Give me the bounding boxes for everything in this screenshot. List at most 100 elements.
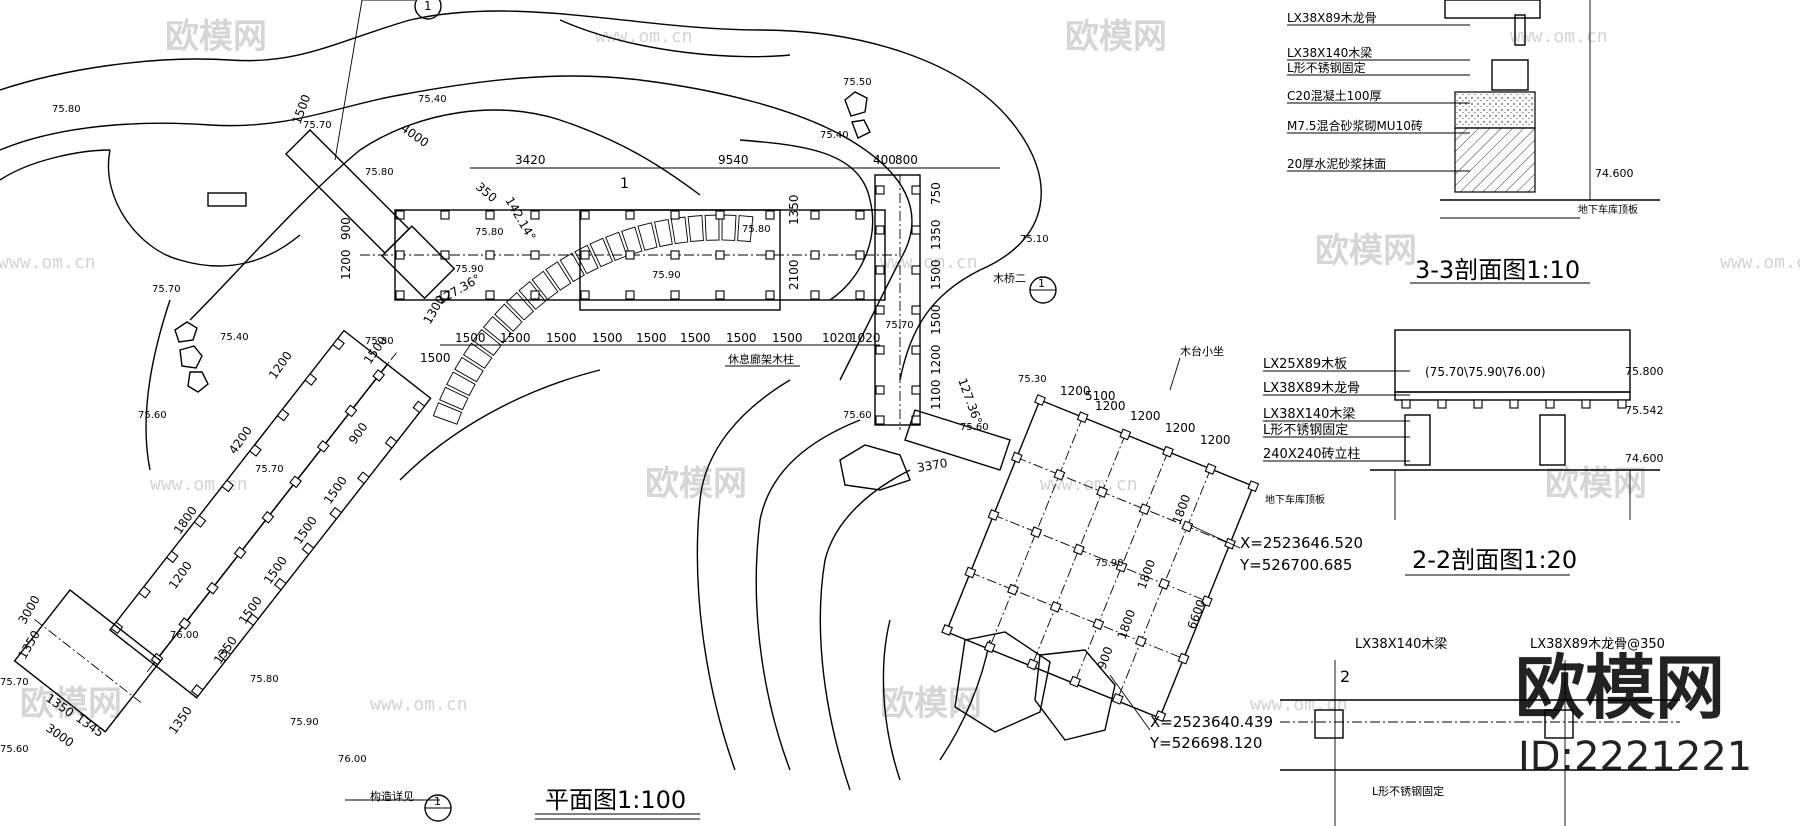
post — [246, 613, 260, 626]
svg-text:75.30: 75.30 — [1018, 374, 1047, 385]
svg-text:74.600: 74.600 — [1595, 167, 1634, 180]
post — [485, 250, 495, 260]
watermark-layer: 欧模网 欧模网 欧模网 欧模网 欧模网 欧模网 欧模网 www.om.cn ww… — [0, 17, 1800, 780]
dimension-label: 1500 — [680, 331, 711, 345]
post — [911, 265, 921, 275]
watermark-logo-large: 欧模网 — [1515, 647, 1725, 729]
post — [855, 210, 865, 220]
brick-wall — [1454, 127, 1536, 193]
post — [875, 185, 885, 195]
upper-walkway — [284, 129, 456, 300]
svg-text:75.80: 75.80 — [365, 167, 394, 178]
section-label: M7.5混合砂浆砌MU10砖 — [1287, 118, 1423, 133]
post — [276, 408, 290, 422]
svg-text:1: 1 — [434, 795, 441, 808]
svg-text:75.80: 75.80 — [475, 227, 504, 238]
svg-text:75.10: 75.10 — [1020, 234, 1049, 245]
rest-pavilion — [360, 174, 921, 430]
svg-text:75.70: 75.70 — [303, 120, 332, 131]
svg-text:75.542: 75.542 — [1625, 404, 1664, 417]
post — [165, 550, 179, 564]
svg-text:欧模网: 欧模网 — [165, 17, 267, 57]
svg-text:1500: 1500 — [291, 514, 320, 547]
post — [1030, 526, 1043, 539]
svg-text:1800: 1800 — [1135, 558, 1159, 591]
detail-reference: 构造详见 — [370, 789, 414, 803]
post — [440, 290, 450, 300]
dimension-label: 1500 — [500, 331, 531, 345]
coord-1-x: X=2523646.520 — [1240, 534, 1363, 552]
post — [273, 577, 287, 591]
post — [765, 290, 775, 300]
post — [911, 305, 921, 315]
post — [580, 250, 590, 260]
post — [1247, 480, 1260, 493]
post — [1200, 595, 1213, 608]
stepping-stone — [454, 356, 484, 383]
svg-text:(75.70\75.90\76.00): (75.70\75.90\76.00) — [1425, 365, 1546, 379]
concrete-block — [1454, 91, 1536, 129]
section-2-2-title: 2-2剖面图1:20 — [1412, 546, 1577, 574]
stepping-stone — [432, 402, 463, 425]
svg-text:1500: 1500 — [929, 304, 943, 335]
svg-text:76.00: 76.00 — [170, 630, 199, 641]
svg-text:75.90: 75.90 — [652, 270, 681, 281]
post — [138, 585, 151, 599]
post — [625, 290, 635, 300]
svg-text:127.36°: 127.36° — [435, 271, 484, 307]
svg-text:1200: 1200 — [1200, 433, 1231, 447]
post — [875, 265, 885, 275]
post — [1135, 635, 1147, 648]
svg-text:75.70: 75.70 — [0, 677, 29, 688]
post — [875, 415, 885, 425]
deck-label: 木台小坐 — [1180, 344, 1224, 358]
stepping-stone — [472, 329, 502, 357]
post — [1069, 675, 1081, 688]
section-label: LX38X140木梁 — [1287, 45, 1372, 60]
svg-text:1: 1 — [1038, 277, 1045, 290]
svg-text:3370: 3370 — [916, 456, 949, 475]
stepping-stones — [432, 214, 754, 425]
svg-text:1800: 1800 — [1115, 608, 1139, 641]
post — [1076, 411, 1089, 424]
post — [395, 210, 405, 220]
watermark-id: ID:2221221 — [1518, 734, 1752, 780]
svg-text:400: 400 — [873, 153, 896, 167]
svg-text:75.70: 75.70 — [885, 320, 914, 331]
stepping-stone — [670, 216, 689, 245]
section-label: L形不锈钢固定 — [1287, 60, 1366, 75]
svg-text:1500: 1500 — [261, 554, 290, 587]
dimension-label: 1500 — [726, 331, 757, 345]
svg-text:欧模网: 欧模网 — [880, 684, 982, 724]
post — [248, 444, 262, 457]
post — [875, 345, 885, 355]
svg-text:2100: 2100 — [787, 259, 801, 290]
post — [1053, 468, 1066, 481]
post — [530, 290, 540, 300]
svg-text:75.90: 75.90 — [1095, 558, 1124, 569]
stepping-stone — [637, 222, 658, 251]
section-label: LX38X89木龙骨 — [1263, 381, 1360, 396]
stepping-stone — [494, 303, 523, 332]
post — [178, 617, 192, 631]
post — [440, 210, 450, 220]
svg-text:75.90: 75.90 — [455, 264, 484, 275]
post — [1026, 658, 1039, 671]
coord-2-y: Y=526698.120 — [1149, 734, 1262, 752]
svg-text:75.40: 75.40 — [418, 94, 447, 105]
rocks — [174, 91, 1116, 741]
coord-2-x: X=2523640.439 — [1150, 713, 1273, 731]
section-label: LX38X140木梁 — [1263, 407, 1355, 422]
joist — [1545, 399, 1555, 409]
dimension-label: 1500 — [592, 331, 623, 345]
svg-text:欧模网: 欧模网 — [20, 684, 122, 724]
post — [190, 684, 204, 697]
post — [670, 210, 680, 220]
svg-text:6600: 6600 — [1185, 598, 1209, 631]
svg-text:LX38X89木龙骨@350: LX38X89木龙骨@350 — [1530, 637, 1665, 652]
post — [941, 624, 954, 636]
post — [875, 305, 885, 315]
post — [1096, 486, 1108, 498]
dimension-label: 1500 — [772, 331, 803, 345]
